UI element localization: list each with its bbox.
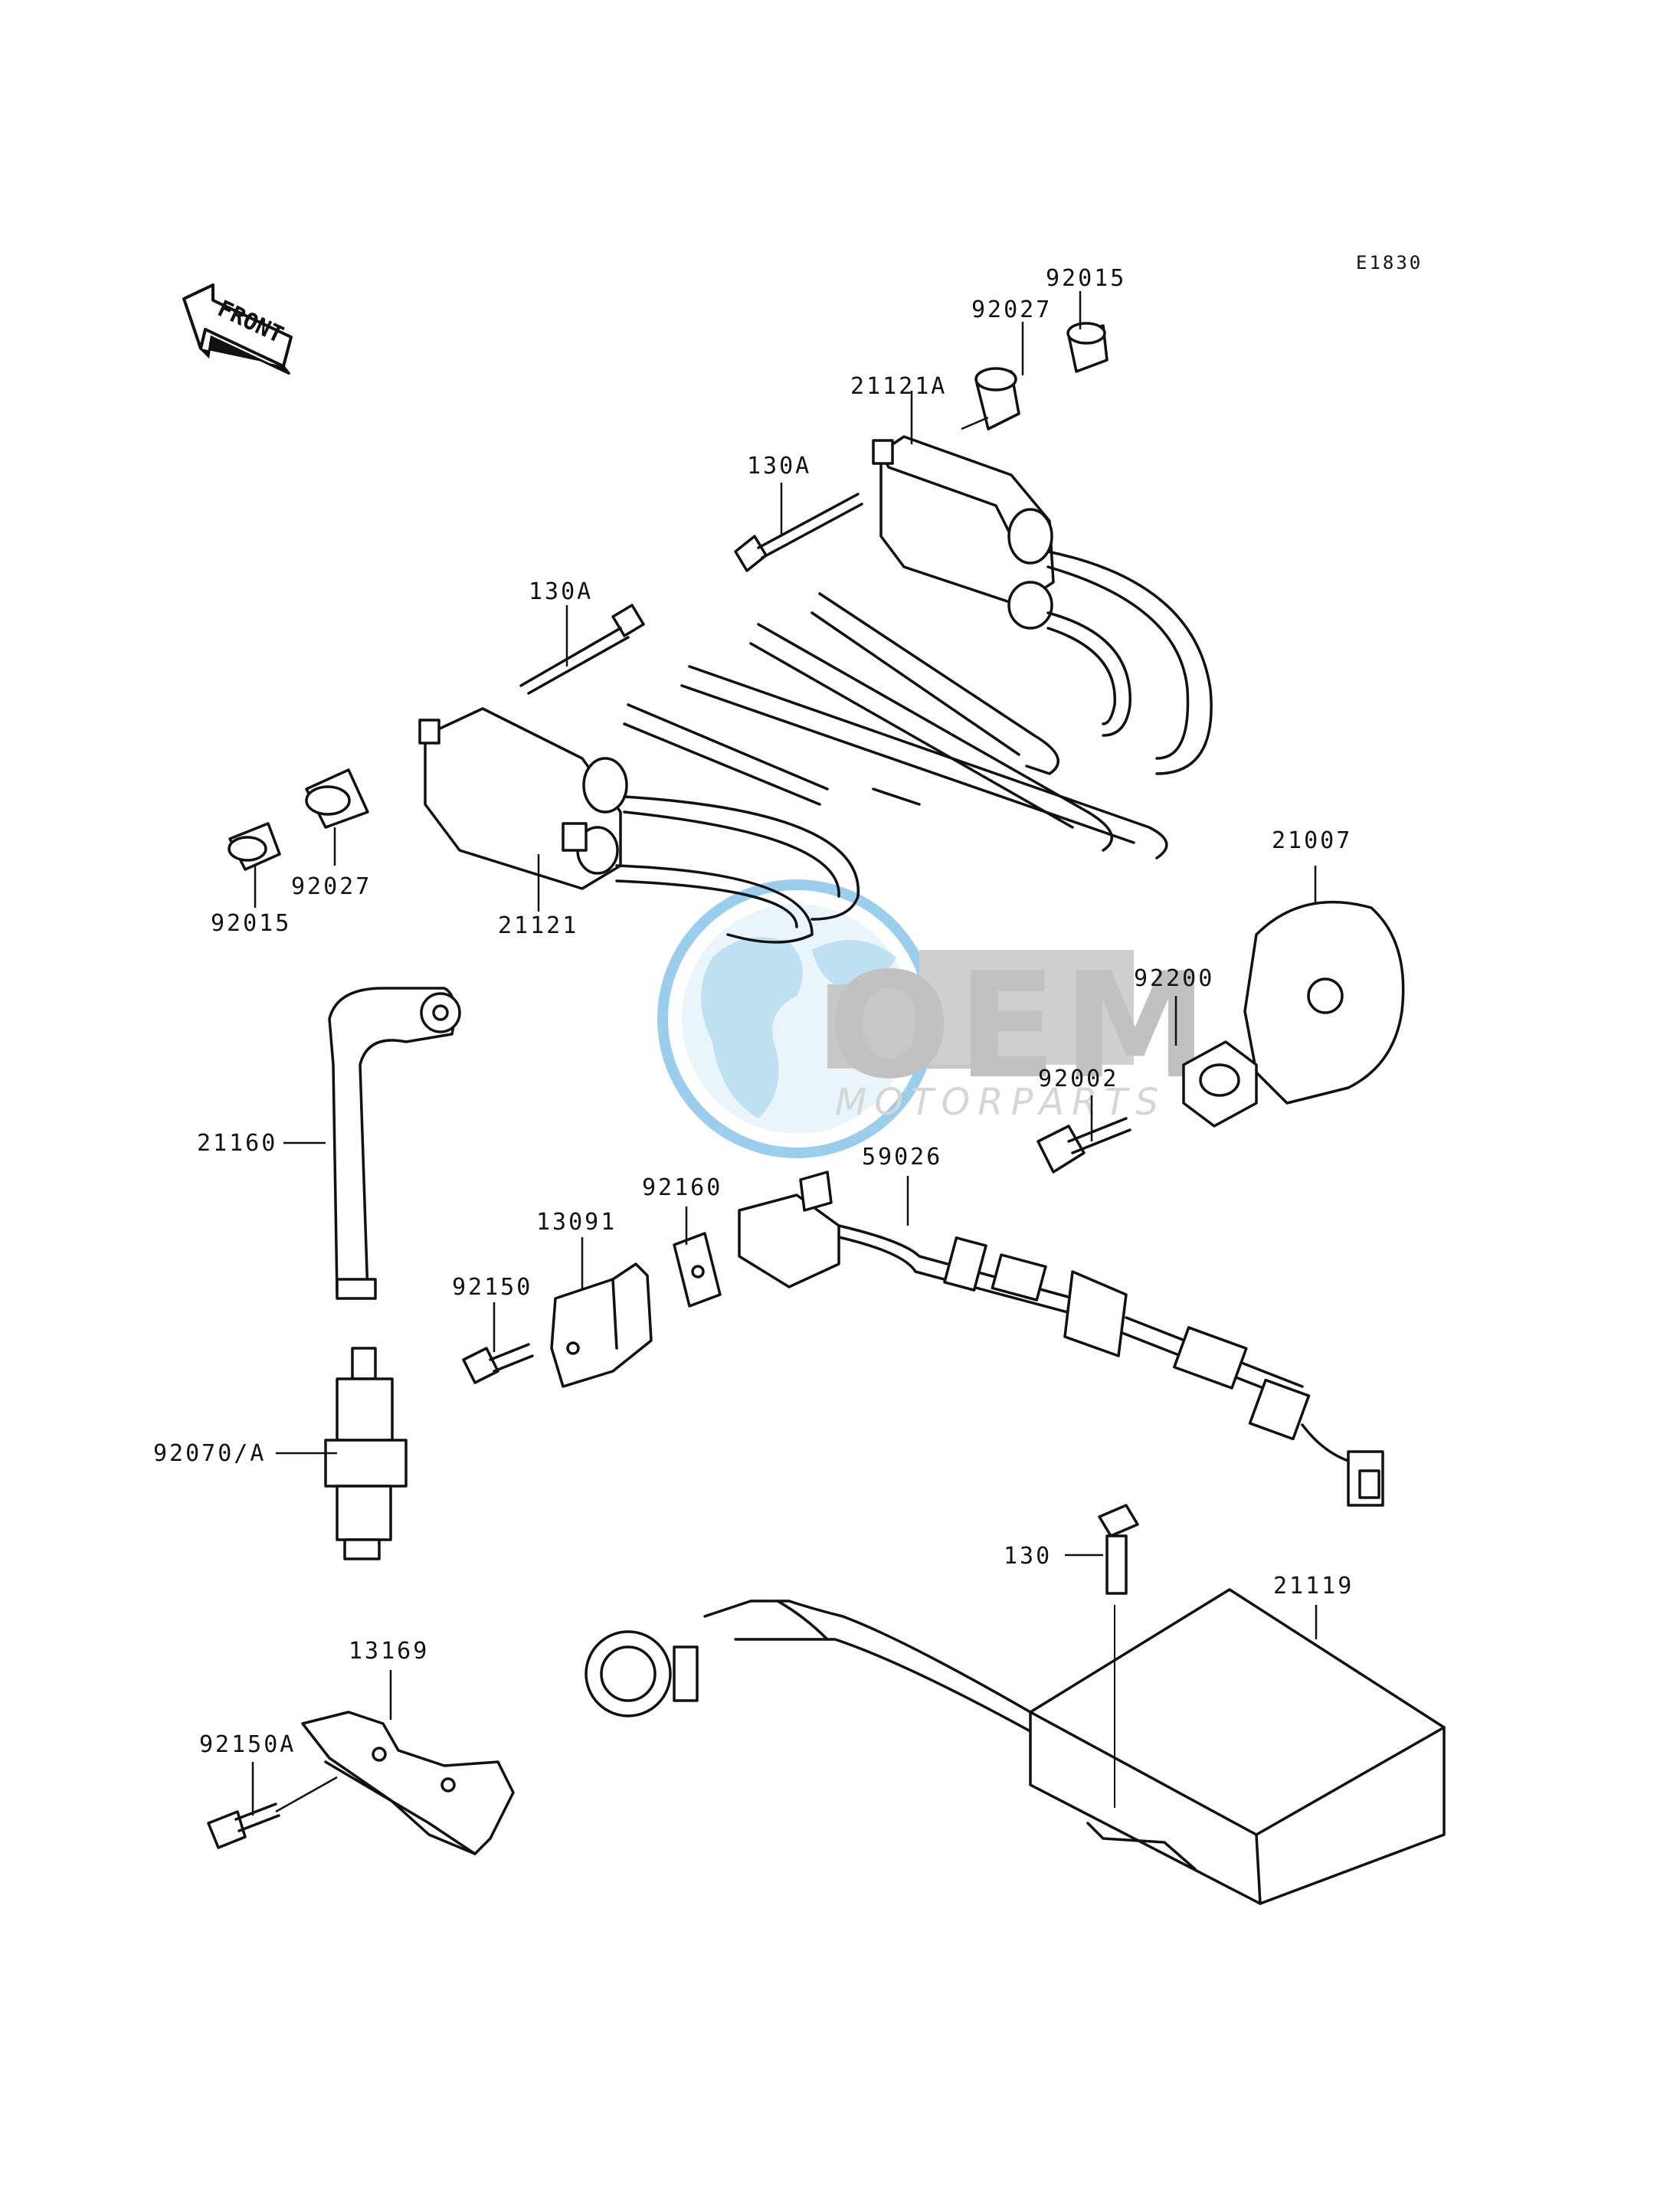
label-130a-left: 130A	[529, 578, 593, 605]
label-13169: 13169	[349, 1638, 429, 1665]
diagram-code: E1830	[1356, 252, 1423, 273]
label-13091: 13091	[536, 1209, 617, 1236]
bracket-13091	[550, 1262, 653, 1388]
bracket-13169	[301, 1711, 515, 1855]
bolt-130	[1098, 1504, 1139, 1595]
label-92070a: 92070/A	[153, 1440, 266, 1467]
label-92027-left: 92027	[291, 873, 372, 900]
label-130: 130	[1004, 1543, 1052, 1570]
plug-leads	[623, 592, 1168, 859]
bolt-92150a	[207, 1802, 280, 1849]
label-21007: 21007	[1272, 827, 1352, 854]
front-arrow-icon: FRONT	[182, 283, 293, 375]
label-92200: 92200	[1134, 965, 1214, 992]
label-21121: 21121	[498, 912, 578, 939]
label-92015-left: 92015	[211, 910, 291, 937]
label-92150a: 92150A	[199, 1731, 296, 1758]
bolt-92150	[462, 1343, 534, 1384]
bolt-92002	[1036, 1117, 1131, 1174]
spark-plug	[324, 1347, 408, 1560]
label-21119: 21119	[1273, 1573, 1354, 1599]
igniter-unit	[585, 1588, 1446, 1905]
nut	[1182, 1040, 1258, 1128]
bolt-130a-top	[734, 493, 863, 572]
shim-92160	[673, 1232, 722, 1308]
washer-92027-left	[305, 768, 369, 829]
label-92160: 92160	[642, 1174, 722, 1201]
part-labels: 92015 92027 21121A 130A 130A 92027 92015…	[153, 265, 1354, 1758]
label-21160: 21160	[197, 1130, 277, 1157]
watermark-sub: MOTORPARTS	[835, 1081, 1166, 1124]
spark-plug-cap	[328, 987, 461, 1300]
label-130a-top: 130A	[747, 453, 811, 480]
pickup-coil	[738, 1171, 1384, 1507]
label-59026: 59026	[862, 1144, 942, 1171]
label-21121a: 21121A	[850, 373, 947, 400]
ignition-coil-lower	[418, 707, 860, 944]
leader-lines	[251, 291, 1318, 1816]
washer-92027-top	[974, 367, 1020, 431]
label-92027-top: 92027	[971, 296, 1052, 323]
ignition-coil-upper	[872, 435, 1213, 775]
timing-plate	[1243, 900, 1405, 1105]
label-92150: 92150	[452, 1274, 532, 1301]
watermark-logo: OEM MOTORPARTS	[657, 879, 1213, 1158]
label-92015-top: 92015	[1046, 265, 1126, 292]
bolt-130a-left	[519, 604, 645, 695]
label-92002: 92002	[1038, 1066, 1118, 1092]
watermark-brand: OEM	[827, 941, 1213, 1111]
washer-92015-top	[1066, 322, 1109, 373]
washer-92015-left	[228, 822, 281, 871]
